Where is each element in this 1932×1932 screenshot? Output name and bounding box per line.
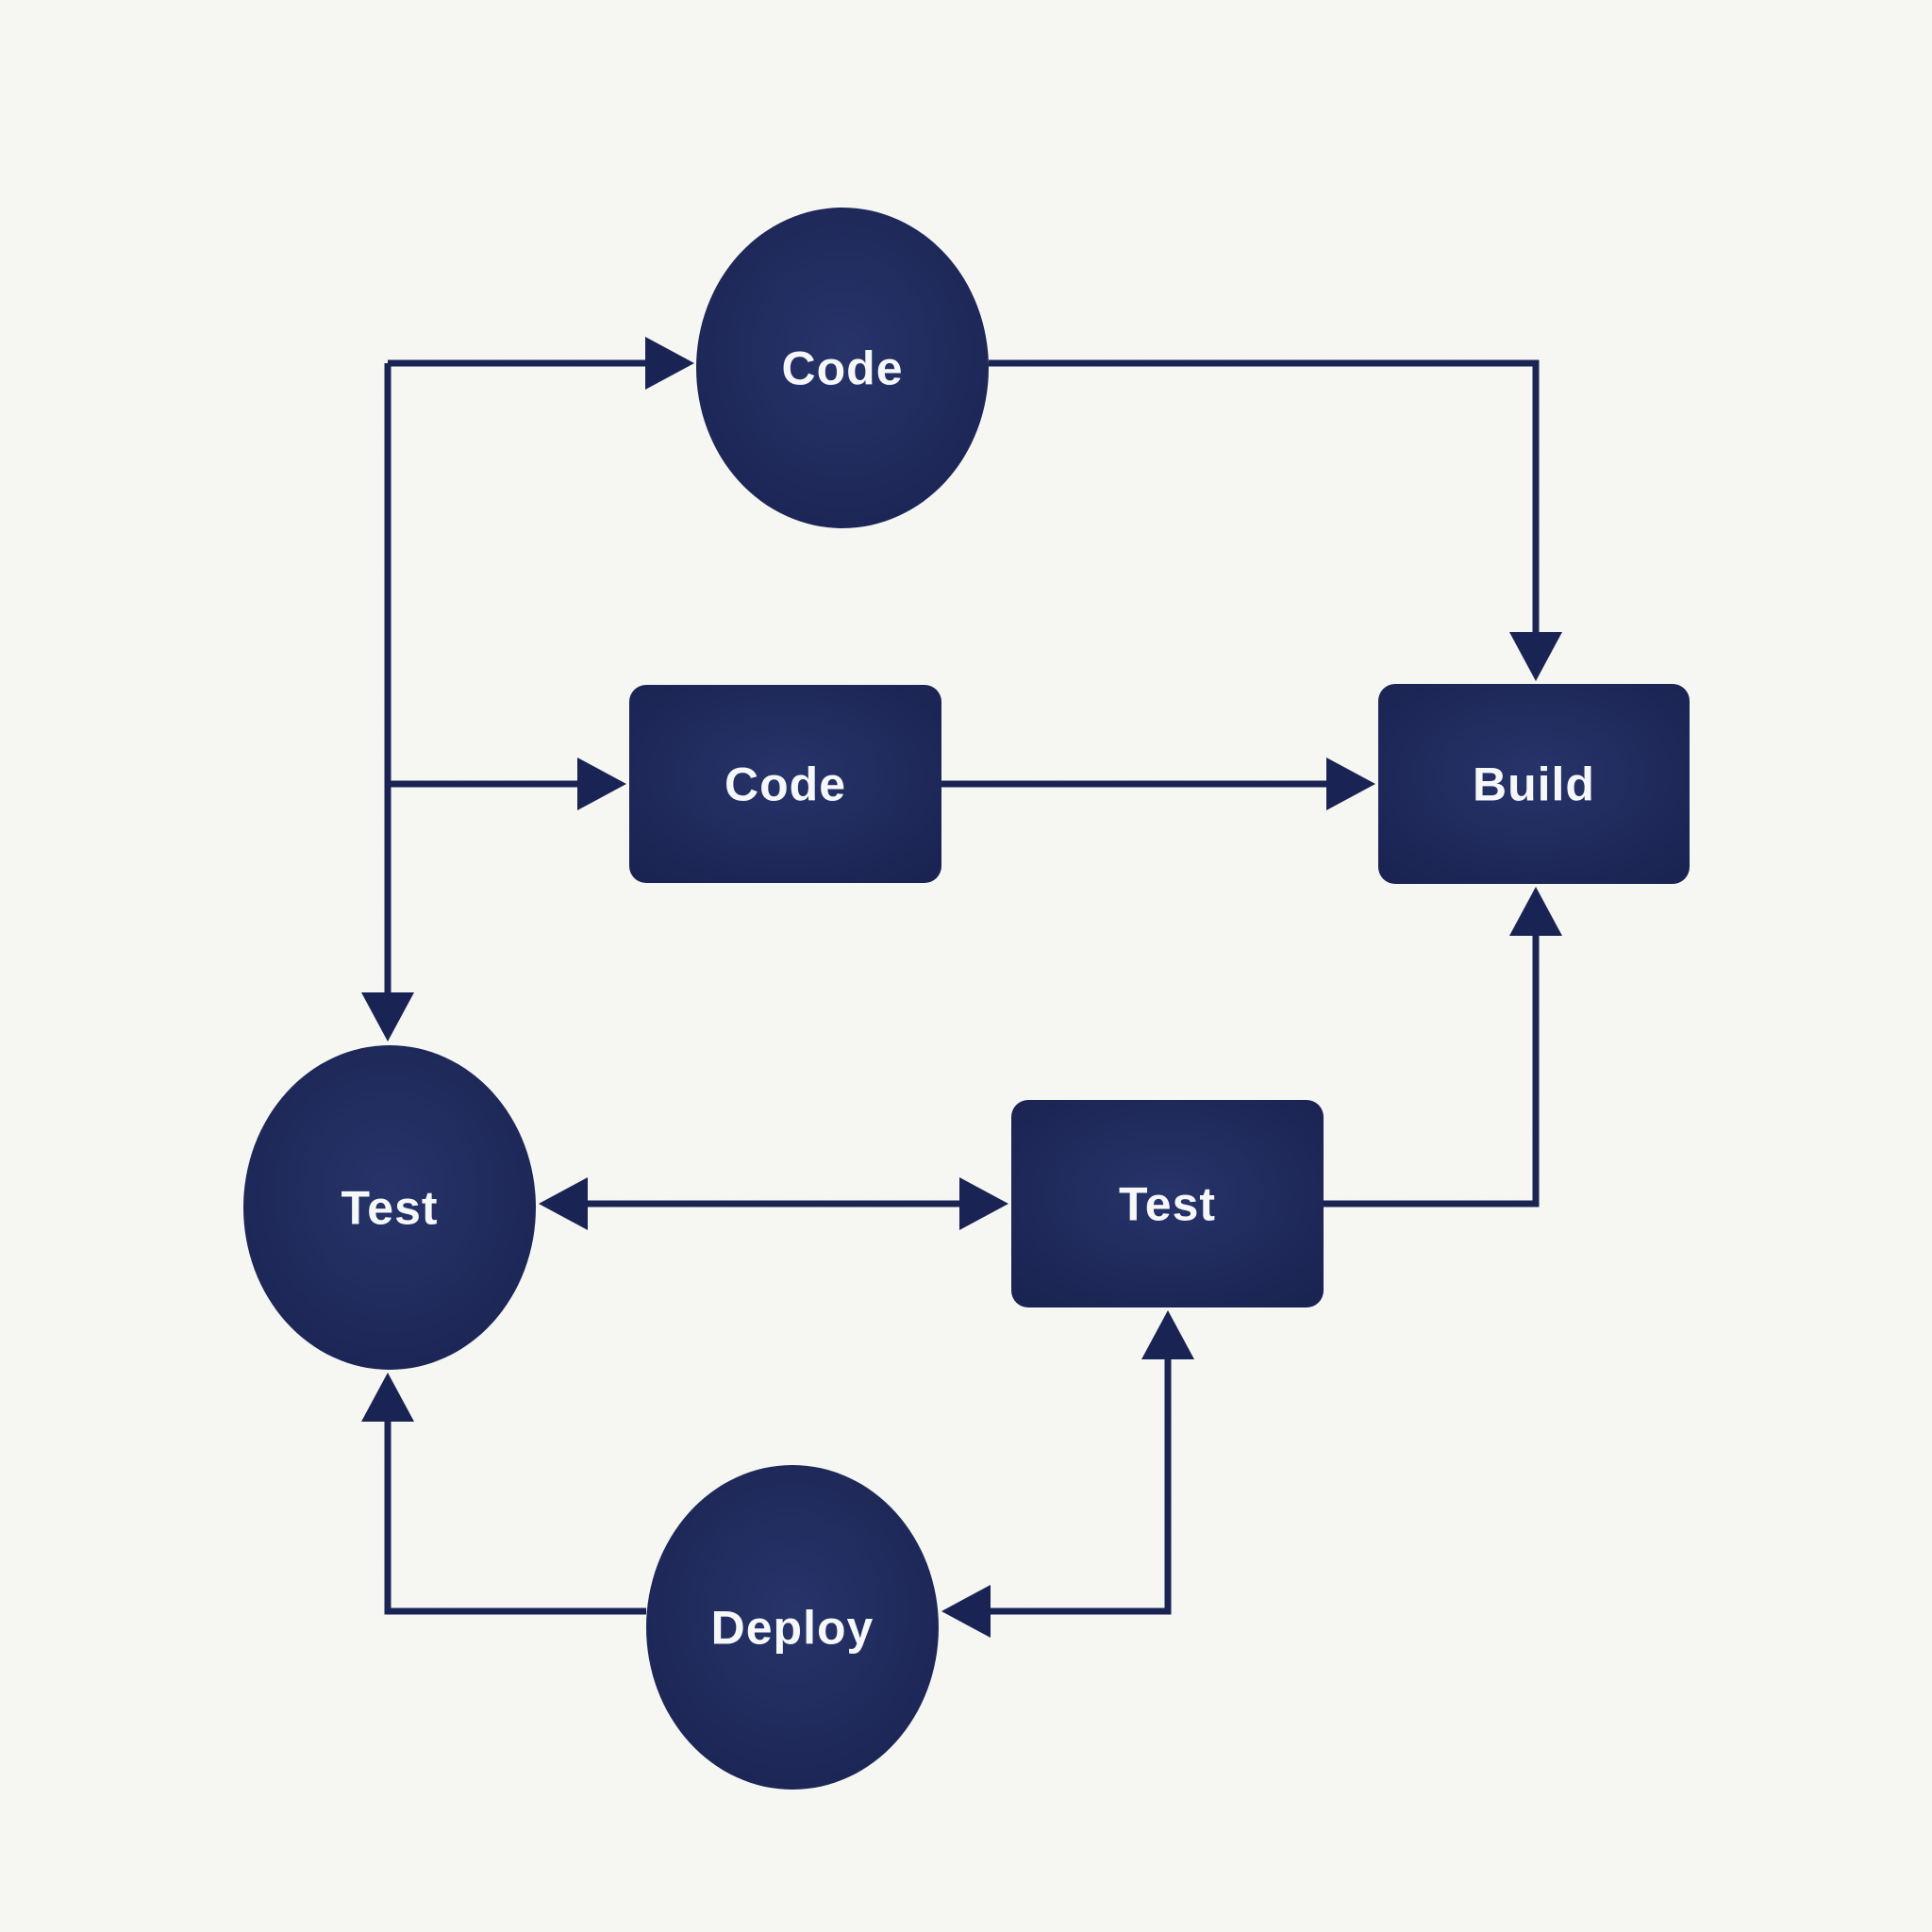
code-rect-label: Code [724, 758, 846, 811]
arrowhead-icon [577, 758, 626, 810]
arrowhead-icon [361, 992, 414, 1041]
arrowhead-icon [539, 1177, 588, 1230]
arrowhead-icon [645, 337, 694, 390]
test-rect-label: Test [1119, 1178, 1216, 1231]
edge-line-code-circle-to-build-top [989, 359, 1540, 634]
test-rect-shape [1011, 1100, 1324, 1307]
node-test-rect: Test [1011, 1100, 1324, 1307]
edge-test-rect-to-test-circle [539, 1177, 1008, 1230]
node-deploy-circle: Deploy [646, 1465, 939, 1790]
edge-code-circle-to-build-top [989, 359, 1562, 681]
code-circle-label: Code [782, 342, 904, 395]
build-rect-shape [1378, 684, 1690, 884]
edge-trunk-to-code-circle [388, 337, 694, 390]
edge-line-test-rect-to-build-bottom [1324, 934, 1540, 1208]
edge-deploy-to-test-rect-bottom [941, 1310, 1194, 1638]
test-circle-label: Test [341, 1182, 438, 1235]
deploy-circle-label: Deploy [711, 1602, 874, 1655]
code-rect-shape [629, 685, 941, 883]
node-test-circle: Test [243, 1045, 536, 1370]
edge-line-deploy-to-test-rect-bottom [989, 1357, 1172, 1615]
edge-code-rect-to-build-left [941, 758, 1375, 810]
test-circle-shape [243, 1045, 536, 1370]
build-rect-label: Build [1473, 758, 1595, 811]
edge-trunk-to-test-circle [361, 363, 414, 1041]
deploy-circle-shape [646, 1465, 939, 1790]
node-code-circle: Code [696, 208, 989, 528]
edges-layer [361, 337, 1562, 1638]
edge-trunk-to-code-rect [388, 758, 626, 810]
edge-deploy-to-test-circle [361, 1373, 646, 1615]
arrowhead-icon [1509, 887, 1562, 936]
code-circle-shape [696, 208, 989, 528]
node-code-rect: Code [629, 685, 941, 883]
arrowhead-icon [361, 1373, 414, 1422]
arrowhead-icon [1326, 758, 1375, 810]
edge-line-deploy-to-test-circle [384, 1420, 646, 1615]
arrowhead-icon [1141, 1310, 1194, 1359]
arrowhead-icon [959, 1177, 1008, 1230]
arrowhead-icon [1509, 632, 1562, 681]
node-build-rect: Build [1378, 684, 1690, 884]
edge-test-rect-to-build-bottom [1324, 887, 1562, 1208]
arrowhead-icon [941, 1585, 991, 1638]
